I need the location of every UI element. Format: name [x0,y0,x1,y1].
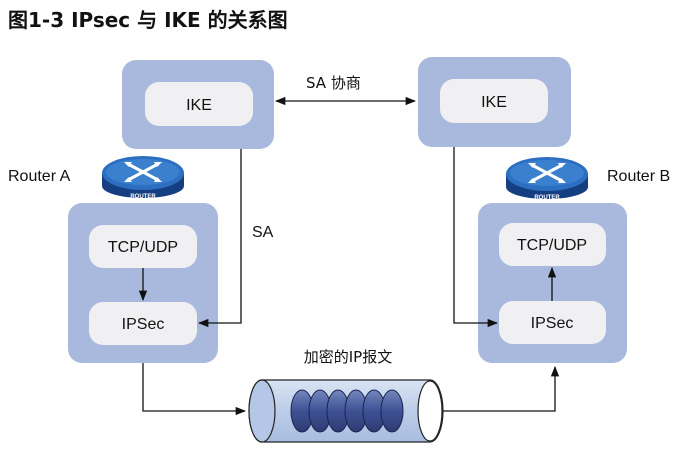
right-ike-box [440,79,548,123]
encrypted-tunnel [248,379,444,443]
encrypted-packets [290,389,404,433]
right-ipsec-label: IPSec [531,315,574,332]
left-ike-box [145,82,253,126]
left-sa-connector [197,149,242,328]
tunnel-label: 加密的IP报文 [304,348,392,366]
router-b-badge: ROUTER [534,195,560,201]
sa-negotiation-label: SA 协商 [306,74,361,92]
left-to-tunnel-connector [142,363,247,416]
right-tcpudp-label: TCP/UDP [517,237,587,254]
right-ipsec-box [499,301,606,344]
router-a-icon: ROUTER [102,156,184,200]
right-tcpudp-box [499,223,606,266]
tunnel-to-right-connector [440,365,560,412]
right-ike-label: IKE [481,94,507,111]
left-tcpudp-label: TCP/UDP [108,239,178,256]
left-ike-label: IKE [186,97,212,114]
right-sa-connector [453,147,499,328]
left-ipsec-label: IPSec [122,316,165,333]
router-a-badge: ROUTER [130,194,156,200]
left-ipsec-box [89,302,197,345]
router-b-icon: ROUTER [506,157,588,201]
sa-label: SA [252,224,274,241]
figure-title: 图1-3 IPsec 与 IKE 的关系图 [8,8,288,32]
router-a-label: Router A [8,168,71,185]
router-b-label: Router B [607,168,670,185]
left-tcpudp-box [89,225,197,268]
